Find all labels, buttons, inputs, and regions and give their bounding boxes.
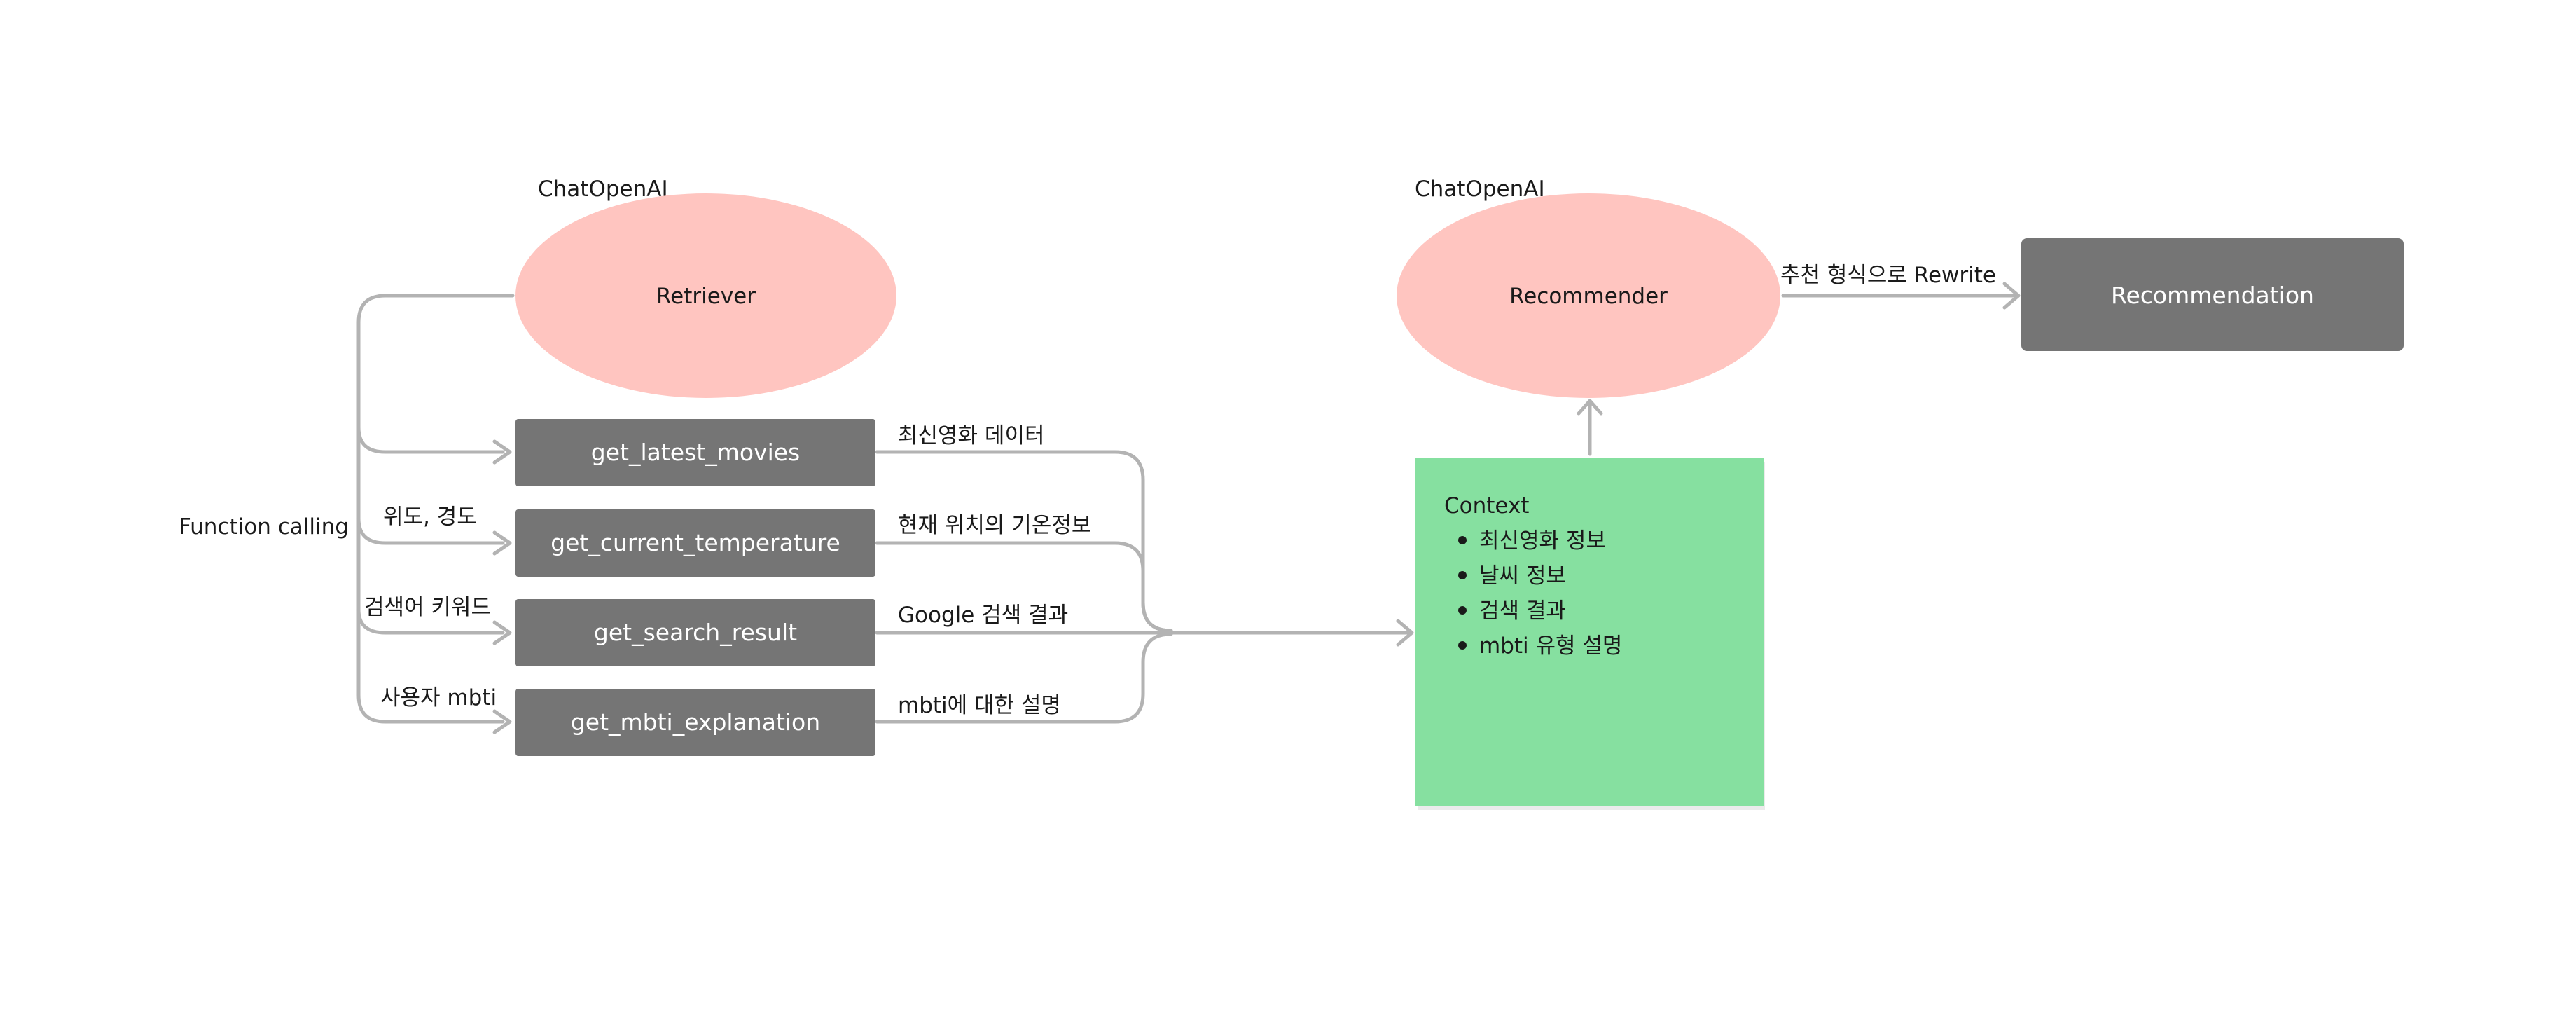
arrowhead-recommendation (2002, 282, 2021, 310)
function-name-latest-movies: get_latest_movies (591, 439, 800, 466)
function-name-search-result: get_search_result (594, 619, 797, 646)
arrowhead-latest-movies (492, 439, 512, 465)
function-box-mbti-explanation[interactable] (515, 689, 875, 756)
retriever-label: Retriever (656, 284, 756, 309)
context-note[interactable] (1415, 458, 1764, 806)
retriever-node[interactable] (515, 193, 896, 398)
branch-connector-search-result (356, 608, 505, 635)
context-item-bullet (1458, 536, 1467, 544)
recommendation-label: Recommendation (2111, 282, 2314, 309)
context-item-latest-movies: 최신영화 정보 (1479, 528, 1606, 554)
context-item-bullet (1458, 641, 1467, 650)
recommender-caption: ChatOpenAI (1415, 177, 1545, 202)
branch-connector-latest-movies (356, 425, 505, 454)
arrowhead-current-temperature (492, 530, 512, 556)
arrowhead-search-result (492, 620, 512, 645)
context-item-bullet (1458, 571, 1467, 579)
rewrite-label: 추천 형식으로 Rewrite (1780, 263, 1996, 288)
input-label-search-result: 검색어 키워드 (364, 595, 491, 620)
context-item-mbti: mbti 유형 설명 (1479, 633, 1622, 659)
context-item-weather: 날씨 정보 (1479, 563, 1566, 589)
arrowhead-context (1396, 619, 1414, 647)
context-item-search-result: 검색 결과 (1479, 598, 1566, 624)
function-box-latest-movies[interactable] (515, 419, 875, 486)
arrowhead-recommender (1577, 399, 1603, 416)
merge-connector-current-temperature (875, 541, 1173, 633)
input-label-mbti-explanation: 사용자 mbti (380, 685, 497, 711)
retriever-trunk-connector (356, 294, 515, 724)
context-title: Context (1444, 493, 1529, 519)
function-box-current-temperature[interactable] (515, 509, 875, 577)
function-name-mbti-explanation: get_mbti_explanation (571, 708, 820, 736)
recommendation-box[interactable] (2021, 238, 2404, 351)
output-label-search-result: Google 검색 결과 (898, 603, 1068, 628)
output-label-latest-movies: 최신영화 데이터 (898, 423, 1045, 448)
branch-connector-current-temperature (356, 516, 505, 545)
input-label-current-temperature: 위도, 경도 (383, 504, 477, 530)
function-box-search-result[interactable] (515, 599, 875, 666)
recommender-label: Recommender (1509, 284, 1668, 309)
merge-connector-mbti-explanation (875, 632, 1173, 724)
output-label-current-temperature: 현재 위치의 기온정보 (898, 513, 1091, 538)
retriever-caption: ChatOpenAI (538, 177, 668, 202)
output-label-mbti-explanation: mbti에 대한 설명 (898, 693, 1061, 718)
function-name-current-temperature: get_current_temperature (550, 529, 840, 556)
function-calling-label: Function calling (179, 514, 349, 540)
recommender-node[interactable] (1397, 193, 1780, 398)
arrowhead-mbti-explanation (492, 709, 512, 734)
context-item-bullet (1458, 606, 1467, 615)
